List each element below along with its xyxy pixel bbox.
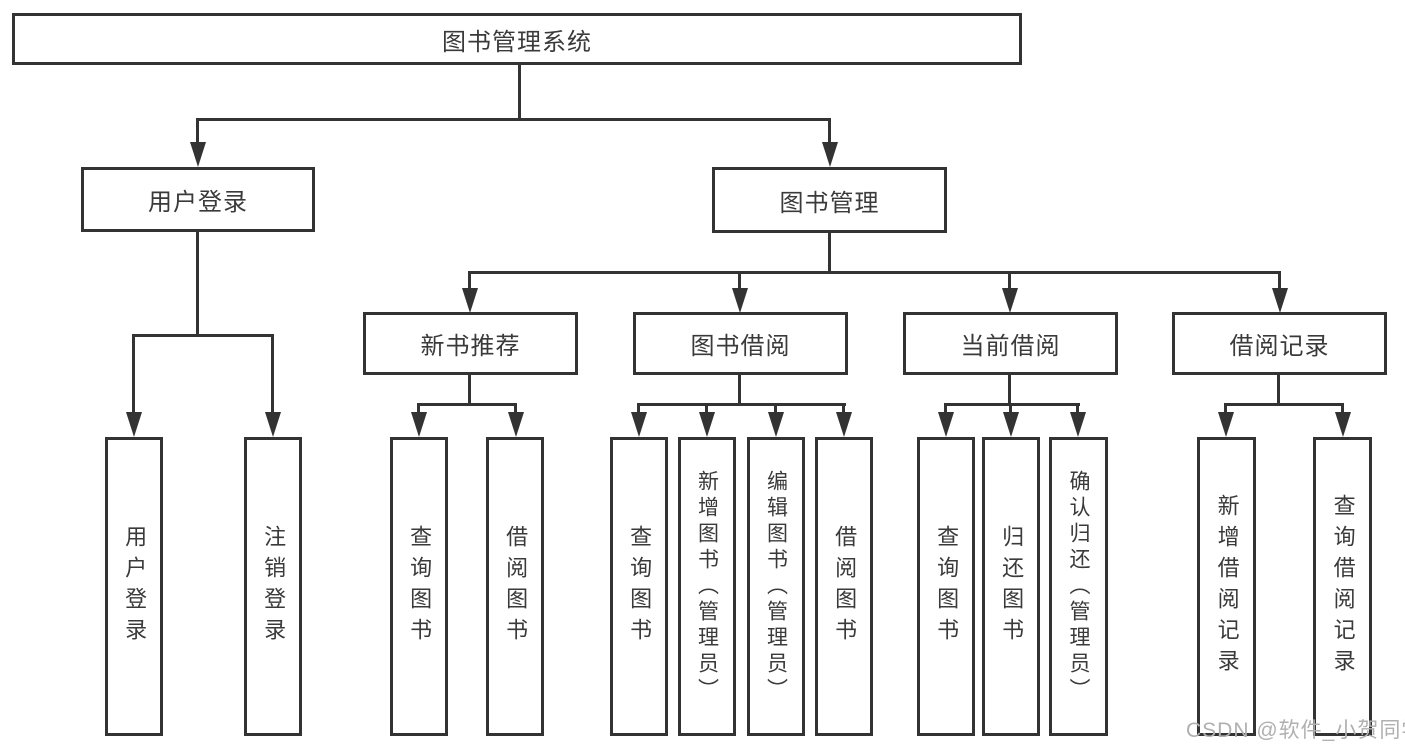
arrow-down-icon — [1070, 412, 1086, 437]
leaf-query-books-current: 查询图书 — [917, 437, 975, 736]
leaf-label: 借阅图书 — [503, 524, 529, 649]
node-label: 新书推荐 — [420, 333, 521, 360]
arrow-down-icon — [508, 412, 524, 437]
connector-line — [1224, 403, 1344, 406]
leaf-return-book: 归还图书 — [982, 437, 1040, 736]
leaf-borrow-books-borrowing: 借阅图书 — [815, 437, 873, 736]
connector-line — [828, 231, 831, 273]
leaf-confirm-return-admin: 确认归还（管理员） — [1049, 437, 1108, 736]
arrow-down-icon — [411, 412, 427, 437]
connector-line — [738, 373, 741, 406]
arrow-down-icon — [265, 412, 281, 437]
arrow-down-icon — [190, 142, 206, 167]
arrow-down-icon — [1335, 412, 1351, 437]
leaf-label: 查询图书 — [407, 524, 433, 649]
connector-line — [774, 403, 777, 417]
watermark: CSDN @软件_小贺同学 — [1186, 719, 1405, 742]
connector-line — [196, 230, 199, 337]
arrow-down-icon — [631, 412, 647, 437]
connector-line — [132, 334, 135, 414]
connector-line — [738, 271, 741, 291]
arrow-down-icon — [822, 142, 838, 167]
arrow-down-icon — [1272, 288, 1288, 313]
leaf-logout: 注销登录 — [244, 437, 302, 736]
connector-line — [842, 403, 845, 417]
leaf-label: 新增图书（管理员） — [695, 469, 719, 704]
arrow-down-icon — [768, 412, 784, 437]
connector-line — [518, 63, 521, 119]
node-current-borrowing: 当前借阅 — [903, 312, 1118, 375]
leaf-query-books-borrowing: 查询图书 — [610, 437, 668, 736]
node-label: 当前借阅 — [960, 333, 1061, 360]
leaf-borrow-books-recommend: 借阅图书 — [486, 437, 544, 736]
connector-line — [1009, 403, 1012, 417]
leaf-label: 查询图书 — [934, 524, 960, 649]
node-label: 图书借阅 — [690, 333, 791, 360]
connector-line — [1277, 373, 1280, 406]
node-label: 图书管理 — [779, 189, 880, 217]
leaf-label: 查询借阅记录 — [1330, 493, 1356, 680]
arrow-down-icon — [1218, 412, 1234, 437]
arrow-down-icon — [699, 412, 715, 437]
node-borrow-records: 借阅记录 — [1172, 312, 1387, 375]
node-new-book-recommend: 新书推荐 — [363, 312, 578, 375]
connector-line — [705, 403, 708, 417]
connector-line — [944, 403, 1080, 406]
connector-line — [1008, 373, 1011, 406]
leaf-label: 用户登录 — [122, 524, 148, 649]
node-label: 借阅记录 — [1229, 333, 1330, 360]
leaf-label: 借阅图书 — [832, 524, 858, 649]
leaf-label: 编辑图书（管理员） — [764, 469, 788, 704]
node-book-borrowing: 图书借阅 — [633, 312, 848, 375]
connector-line — [468, 271, 1281, 274]
connector-line — [196, 118, 831, 121]
leaf-add-borrow-record: 新增借阅记录 — [1197, 437, 1256, 736]
arrow-down-icon — [938, 412, 954, 437]
leaf-query-books-recommend: 查询图书 — [390, 437, 448, 736]
connector-line — [417, 403, 517, 406]
connector-line — [1341, 403, 1344, 417]
node-label: 用户登录 — [148, 189, 248, 216]
leaf-add-book-admin: 新增图书（管理员） — [678, 437, 736, 736]
node-user-login-branch: 用户登录 — [81, 167, 315, 232]
connector-line — [1278, 271, 1281, 291]
connector-line — [1224, 403, 1227, 417]
connector-line — [196, 118, 199, 146]
connector-line — [828, 118, 831, 146]
connector-line — [468, 373, 471, 406]
node-book-management: 图书管理 — [712, 167, 947, 233]
connector-line — [637, 403, 846, 406]
leaf-user-login: 用户登录 — [105, 437, 163, 736]
leaf-label: 归还图书 — [999, 524, 1025, 649]
node-label: 图书管理系统 — [442, 28, 592, 56]
leaf-query-borrow-record: 查询借阅记录 — [1313, 437, 1372, 736]
leaf-label: 注销登录 — [261, 524, 287, 649]
connector-line — [468, 271, 471, 291]
arrow-down-icon — [732, 288, 748, 313]
leaf-label: 新增借阅记录 — [1214, 493, 1240, 680]
arrow-down-icon — [462, 288, 478, 313]
connector-line — [637, 403, 640, 417]
node-library-system: 图书管理系统 — [12, 13, 1022, 65]
leaf-label: 查询图书 — [627, 524, 653, 649]
connector-line — [271, 334, 274, 414]
arrow-down-icon — [1003, 412, 1019, 437]
connector-line — [417, 403, 420, 417]
leaf-edit-book-admin: 编辑图书（管理员） — [747, 437, 805, 736]
arrow-down-icon — [836, 412, 852, 437]
arrow-down-icon — [126, 412, 142, 437]
connector-line — [514, 403, 517, 417]
connector-line — [132, 334, 274, 337]
arrow-down-icon — [1002, 288, 1018, 313]
connector-line — [944, 403, 947, 417]
connector-line — [1076, 403, 1079, 417]
leaf-label: 确认归还（管理员） — [1067, 469, 1091, 704]
connector-line — [1008, 271, 1011, 291]
